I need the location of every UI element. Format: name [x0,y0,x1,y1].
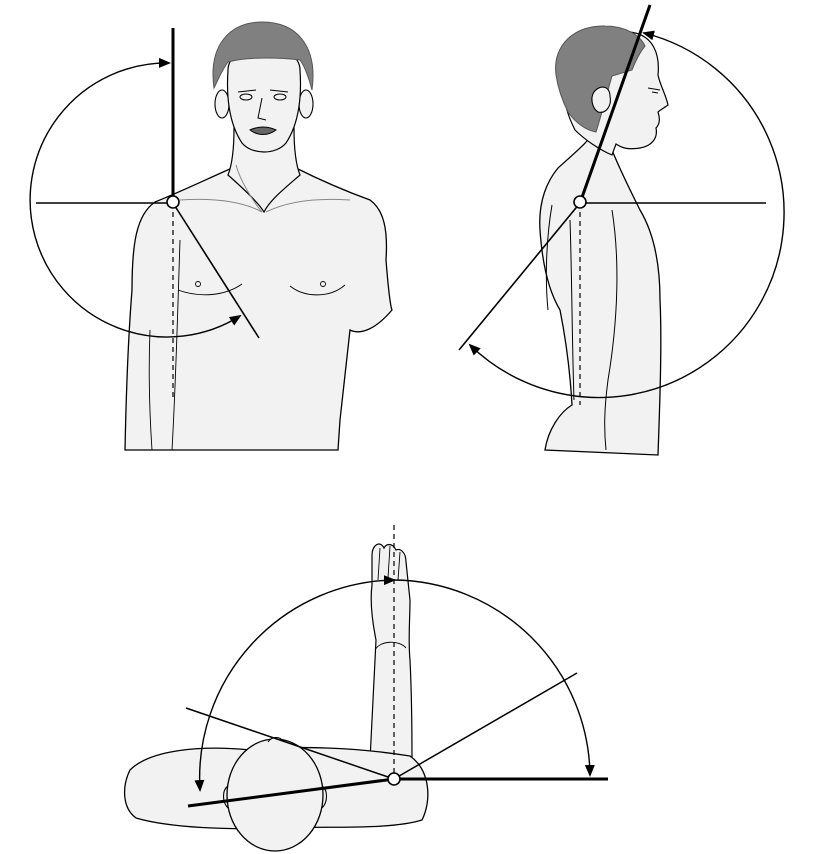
top-upper-diagonal [393,672,578,780]
side-extension-line [458,202,581,351]
top-raised-arm [369,543,413,761]
top-measurement [185,525,608,808]
front-left-ear [214,89,230,119]
front-diagonal-line [172,202,260,339]
panel-top-view [124,525,608,852]
side-arc [468,30,785,399]
side-ear [591,86,611,113]
side-flexion-line [578,4,652,204]
front-facial-features [237,89,289,135]
front-right-ear [298,89,314,119]
side-measurement [458,4,785,405]
side-shoulder-pivot [573,195,587,209]
front-shoulder-pivot [166,195,180,209]
side-body [539,128,662,456]
panel-side-view [458,4,785,456]
panel-front-view [29,21,393,451]
front-measurement [29,28,260,400]
top-shoulder-pivot [387,772,401,786]
top-arc-right [393,579,595,777]
front-face [226,46,302,153]
top-shoulder-line [187,777,395,808]
front-arc [29,57,242,338]
top-back-diagonal [185,707,395,780]
top-arc-left [194,575,396,792]
